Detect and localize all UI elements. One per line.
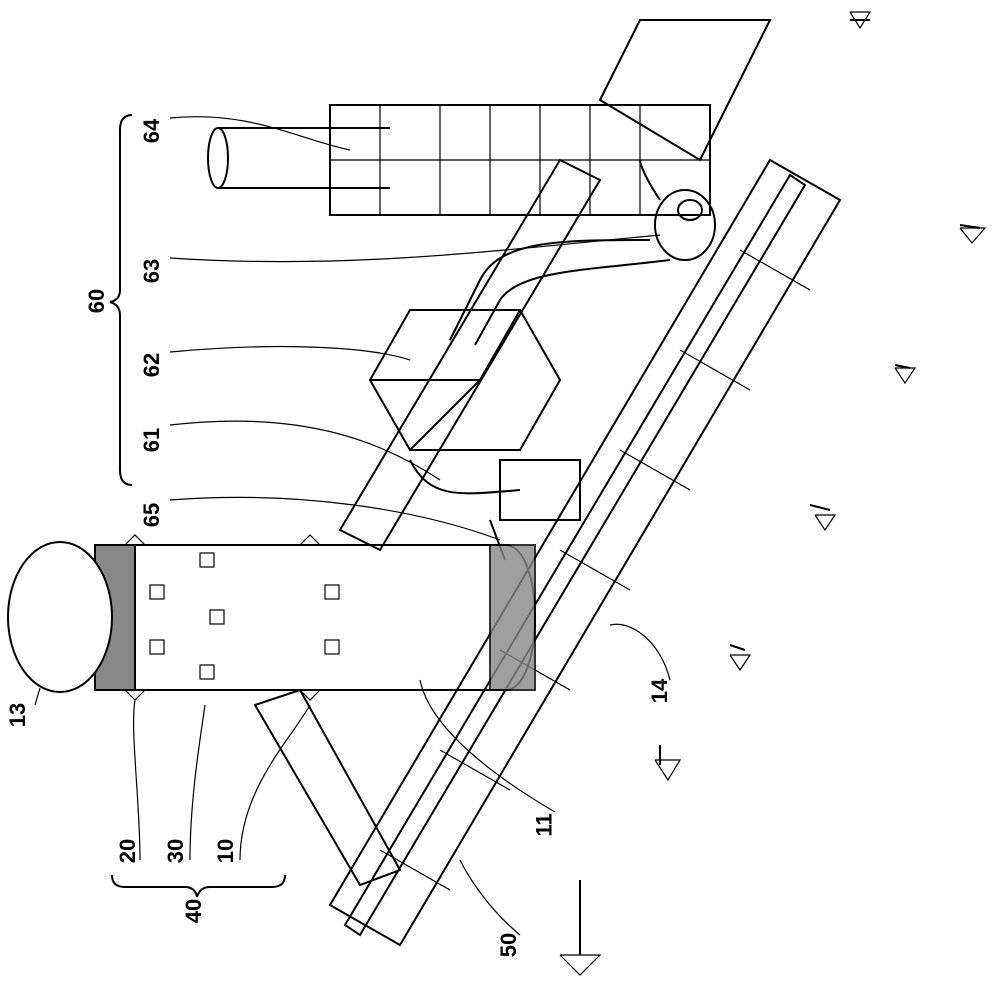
label-50: 50 bbox=[496, 933, 522, 957]
label-10: 10 bbox=[213, 839, 239, 863]
label-65: 65 bbox=[139, 503, 165, 527]
label-62: 62 bbox=[139, 353, 165, 377]
brace-60 bbox=[110, 115, 132, 485]
label-40: 40 bbox=[181, 899, 207, 923]
label-13: 13 bbox=[5, 703, 31, 727]
leader-lines bbox=[35, 117, 670, 935]
label-63: 63 bbox=[139, 259, 165, 283]
label-64: 64 bbox=[139, 119, 165, 143]
label-11: 11 bbox=[532, 813, 558, 836]
label-30: 30 bbox=[163, 839, 189, 863]
label-61: 61 bbox=[139, 428, 165, 452]
label-60: 60 bbox=[84, 289, 110, 313]
brace-40 bbox=[112, 875, 285, 897]
cylinder bbox=[8, 535, 535, 700]
label-20: 20 bbox=[115, 839, 141, 863]
platform-frame bbox=[255, 12, 985, 975]
filter-box bbox=[370, 310, 560, 450]
label-14: 14 bbox=[647, 679, 673, 703]
